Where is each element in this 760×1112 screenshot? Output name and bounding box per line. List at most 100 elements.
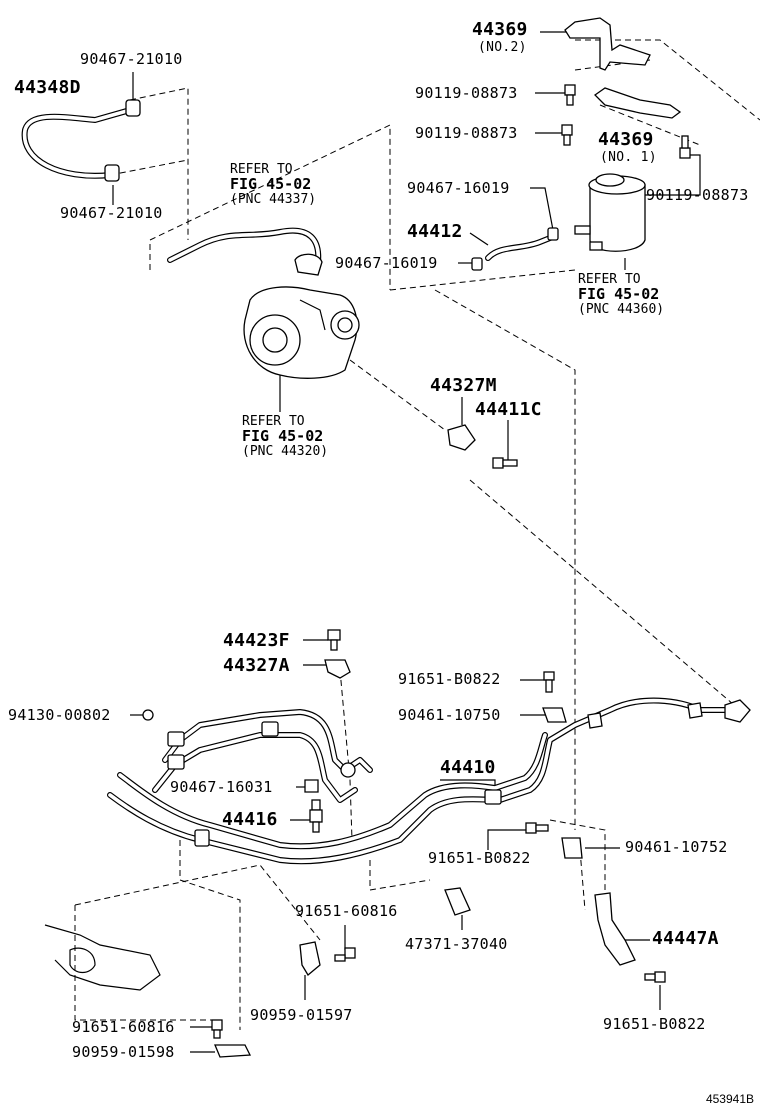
bolt-icon <box>327 629 341 651</box>
part-label-44447a[interactable]: 44447A <box>652 928 719 949</box>
part-note-44369-no2: (NO.2) <box>478 40 527 55</box>
steering-gear-port <box>69 947 96 974</box>
bracket-44369-no2 <box>564 17 651 71</box>
reference-refer-text: REFER TO <box>578 272 641 287</box>
pipe-assembly-44410-upper-inner <box>118 733 547 849</box>
pipe-end-fitting <box>724 699 751 723</box>
leader-line <box>487 829 526 850</box>
dashed-line <box>179 840 241 1030</box>
part-label-44416[interactable]: 44416 <box>222 809 278 830</box>
part-label-90467-16019[interactable]: 90467-16019 <box>335 254 438 272</box>
dashed-line <box>369 860 431 891</box>
reference-refer-text: REFER TO <box>242 414 305 429</box>
part-label-44410[interactable]: 44410 <box>440 757 496 778</box>
steering-gear-partial <box>44 924 161 991</box>
reference-refer-text: REFER TO <box>230 162 293 177</box>
dashed-line <box>575 39 760 121</box>
part-label-91651-60816[interactable]: 91651-60816 <box>295 902 398 920</box>
hose-44337-inner <box>168 228 321 264</box>
bolt-icon <box>564 84 576 106</box>
pipe-clamp <box>484 789 502 805</box>
dashed-box-upper <box>149 124 391 290</box>
pipe-clamp-round <box>340 762 356 778</box>
dashed-line-long <box>434 289 576 830</box>
part-label-91651-b0822[interactable]: 91651-B0822 <box>603 1015 706 1033</box>
bracket-44447a <box>594 892 636 966</box>
bolt-icon <box>561 124 573 146</box>
pipe-assembly-44410-lower-inner <box>108 698 742 864</box>
bracket-90959-01597 <box>299 941 321 976</box>
part-label-44327m[interactable]: 44327M <box>430 375 497 396</box>
part-label-44423f[interactable]: 44423F <box>223 630 290 651</box>
part-label-44348d[interactable]: 44348D <box>14 77 81 98</box>
pipe-return-line-2-inner <box>153 733 357 802</box>
dashed-line <box>339 669 353 841</box>
pipe-clamp <box>194 829 210 847</box>
pipe-return-line-inner <box>163 710 372 772</box>
bolt-icon <box>543 671 555 693</box>
pipe-clamp <box>261 721 279 737</box>
dashed-line <box>389 269 576 291</box>
bolt-icon <box>334 947 356 962</box>
hose-44348d-inner <box>22 108 132 178</box>
dashed-line <box>74 864 321 941</box>
bolt-icon <box>525 822 549 834</box>
pipe-return-line <box>162 709 373 773</box>
dashed-line <box>579 849 586 911</box>
part-label-90467-21010[interactable]: 90467-21010 <box>80 50 183 68</box>
part-label-44412[interactable]: 44412 <box>407 221 463 242</box>
reference-fig-link[interactable]: FIG 45-02 <box>578 285 660 303</box>
hose-fitting <box>294 253 323 276</box>
dashed-line <box>549 819 606 890</box>
part-label-90467-16031[interactable]: 90467-16031 <box>170 778 273 796</box>
part-label-90461-10750[interactable]: 90461-10750 <box>398 706 501 724</box>
bolt-icon <box>679 135 691 159</box>
part-label-94130-00802[interactable]: 94130-00802 <box>8 706 111 724</box>
bracket-90461-10750 <box>542 707 567 723</box>
part-label-90467-16019[interactable]: 90467-16019 <box>407 179 510 197</box>
reference-note-44360: REFER TO FIG 45-02 (PNC 44360) <box>578 272 664 317</box>
part-label-91651-60816[interactable]: 91651-60816 <box>72 1018 175 1036</box>
bracket-44369-no1 <box>593 87 682 119</box>
pipe-clamp <box>167 731 185 747</box>
reference-pnc: (PNC 44320) <box>242 444 329 459</box>
part-label-90461-10752[interactable]: 90461-10752 <box>625 838 728 856</box>
reservoir-tank <box>574 173 646 252</box>
hose-clamp <box>547 227 559 241</box>
reference-note-44337: REFER TO FIG 45-02 (PNC 44337) <box>230 162 316 207</box>
part-note-44369-no1: (NO. 1) <box>600 150 657 165</box>
pipe-union <box>687 702 703 719</box>
reference-pnc: (PNC 44360) <box>578 302 665 317</box>
power-steering-pump <box>243 286 360 379</box>
part-label-47371-37040[interactable]: 47371-37040 <box>405 935 508 953</box>
bracket-90461-10752 <box>561 837 583 859</box>
part-label-90119-08873[interactable]: 90119-08873 <box>415 124 518 142</box>
part-label-91651-b0822[interactable]: 91651-B0822 <box>398 670 501 688</box>
reference-fig-link[interactable]: FIG 45-02 <box>230 175 312 193</box>
dashed-line <box>599 104 701 146</box>
part-label-90959-01597[interactable]: 90959-01597 <box>250 1006 353 1024</box>
pipe-union <box>587 712 603 729</box>
hose-clamp-lower <box>104 164 120 182</box>
clip-47371-37040 <box>444 887 471 916</box>
part-label-44369-no2[interactable]: 44369 <box>472 19 528 40</box>
part-label-44411c[interactable]: 44411C <box>475 399 542 420</box>
dashed-line <box>109 159 189 176</box>
pipe-clamp <box>167 754 185 770</box>
part-label-90467-21010[interactable]: 90467-21010 <box>60 204 163 222</box>
part-label-90119-08873[interactable]: 90119-08873 <box>646 186 749 204</box>
reference-fig-link[interactable]: FIG 45-02 <box>242 427 324 445</box>
clip-90467-16031 <box>304 779 319 793</box>
hose-clamp-upper <box>125 99 141 117</box>
part-label-90119-08873[interactable]: 90119-08873 <box>415 84 518 102</box>
dashed-line <box>129 87 189 240</box>
part-label-91651-b0822[interactable]: 91651-B0822 <box>428 849 531 867</box>
part-label-90959-01598[interactable]: 90959-01598 <box>72 1043 175 1061</box>
clamp-44327m <box>447 424 476 451</box>
part-label-44369-no1[interactable]: 44369 <box>598 129 654 150</box>
bolt-icon <box>644 971 666 983</box>
reference-pnc: (PNC 44337) <box>230 192 317 207</box>
part-label-44327a[interactable]: 44327A <box>223 655 290 676</box>
